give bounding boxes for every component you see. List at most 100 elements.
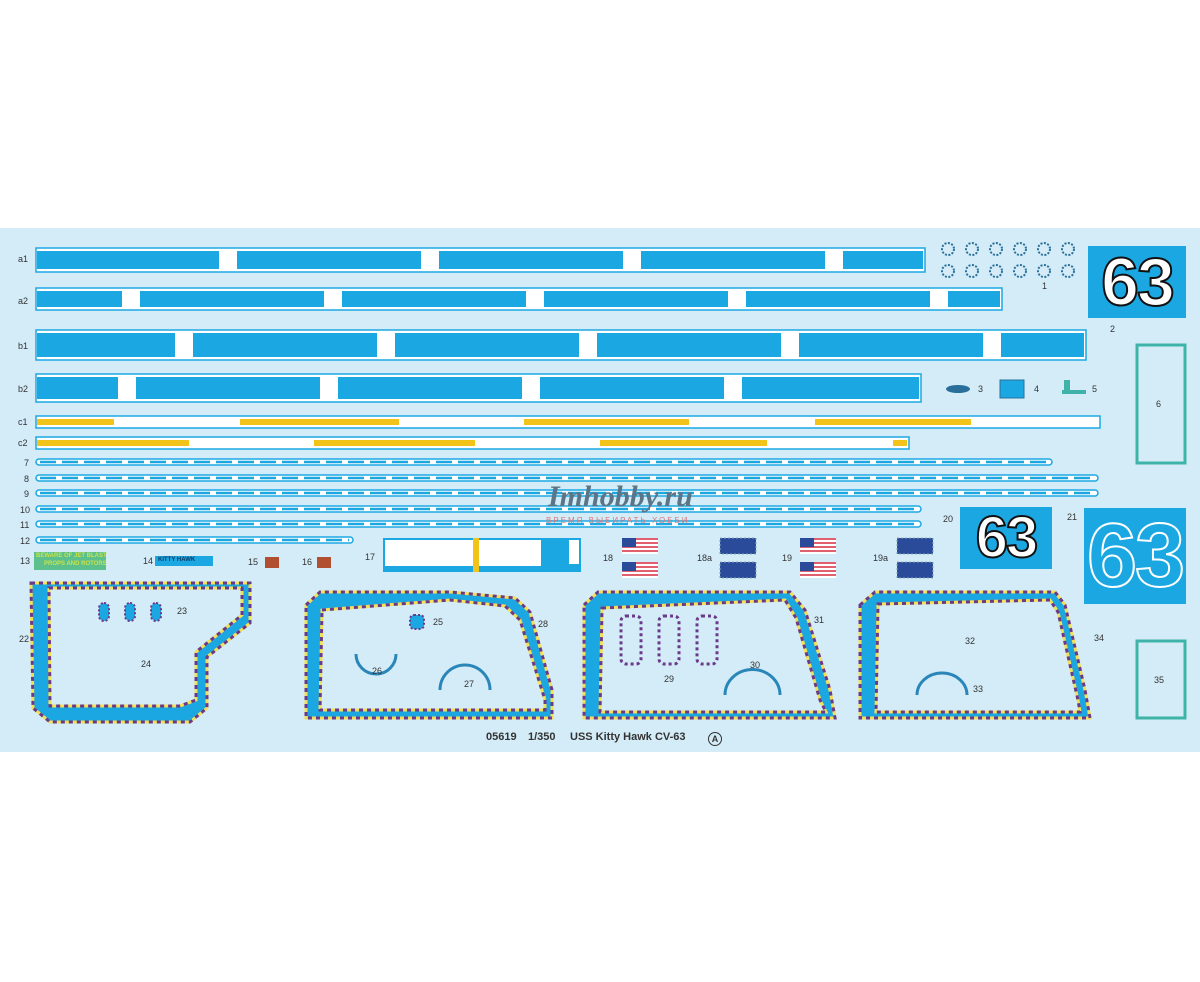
decal-1-item <box>989 264 1003 278</box>
decal-9 <box>35 489 1099 497</box>
stripe-segment <box>641 251 825 269</box>
stripe-segment <box>948 291 1000 307</box>
label-l12: 12 <box>20 536 31 546</box>
label-p4: 4 <box>1034 384 1040 394</box>
label-p29: 29 <box>664 674 675 684</box>
decal-1-item <box>941 264 955 278</box>
label-p5: 5 <box>1092 384 1098 394</box>
label-p35: 35 <box>1154 675 1165 685</box>
label-p3: 3 <box>978 384 984 394</box>
label-p23: 23 <box>177 606 188 616</box>
label-p17: 17 <box>365 552 376 562</box>
stripe-segment <box>742 377 919 399</box>
stripe-segment <box>597 333 781 357</box>
us-flag-decal <box>800 562 836 578</box>
label-p24: 24 <box>141 659 152 669</box>
decal-27 <box>438 663 492 691</box>
label-p14: 14 <box>143 556 154 566</box>
stripe-segment <box>843 251 923 269</box>
label-p18a: 18a <box>697 553 713 563</box>
stripe-segment <box>815 419 971 425</box>
label-p15: 15 <box>248 557 259 567</box>
stripe-segment <box>342 291 526 307</box>
label-c2: c2 <box>18 438 28 448</box>
decal-1-item <box>1037 242 1051 256</box>
label-p19: 19 <box>782 553 793 563</box>
stripe-segment <box>136 377 320 399</box>
label-l11: 11 <box>20 520 30 530</box>
stripe-segment <box>893 440 907 446</box>
decal-1-item <box>1061 242 1075 256</box>
props-text: PROPS AND ROTORS <box>44 561 107 567</box>
label-p33: 33 <box>973 684 984 694</box>
label-l13: 13 <box>20 556 31 566</box>
decal-10 <box>35 505 922 513</box>
label-p22: 22 <box>19 634 30 644</box>
stripe-segment <box>37 291 122 307</box>
label-b2: b2 <box>18 384 29 394</box>
stripe-segment <box>240 419 399 425</box>
decal-1-item <box>989 242 1003 256</box>
label-c1: c1 <box>18 417 28 427</box>
label-p6: 6 <box>1156 399 1162 409</box>
label-p1: 1 <box>1042 281 1048 291</box>
stripe-segment <box>140 291 324 307</box>
decal-15 <box>265 557 279 568</box>
stripe-segment <box>37 419 114 425</box>
decal-1-item <box>965 264 979 278</box>
stripe-segment <box>746 291 930 307</box>
label-a2: a2 <box>18 296 29 306</box>
label-p32: 32 <box>965 636 976 646</box>
label-p31: 31 <box>814 615 825 625</box>
decal-5 <box>1062 380 1086 394</box>
sheet-letter: A <box>708 732 722 746</box>
decal-21-hull-number: 63 <box>1084 507 1186 605</box>
stripe-segment <box>37 377 118 399</box>
stripe-segment <box>544 291 728 307</box>
stripe-segment <box>799 333 983 357</box>
label-p26: 26 <box>372 666 383 676</box>
label-p28: 28 <box>538 619 549 629</box>
label-p18: 18 <box>603 553 614 563</box>
label-l8: 8 <box>24 474 30 484</box>
scale: 1/350 <box>528 731 556 743</box>
label-p16: 16 <box>302 557 313 567</box>
decal-30 <box>723 668 782 696</box>
navy-jack-decal <box>896 537 934 555</box>
decal-29-item <box>657 614 681 666</box>
label-l9: 9 <box>24 489 30 499</box>
watermark-logo: Imhobby.ru <box>548 480 693 513</box>
decal-1-item <box>941 242 955 256</box>
watermark-slogan: ВРЕМЯ ВЫБИРАТЬ ХОББИ <box>546 516 690 525</box>
decal-33 <box>915 671 969 696</box>
label-a1: a1 <box>18 254 29 264</box>
stripe-segment <box>37 333 175 357</box>
decal-16 <box>317 557 331 568</box>
decal-11 <box>35 520 922 528</box>
stripe-segment <box>1001 333 1084 357</box>
label-p20: 20 <box>943 514 954 524</box>
label-p2: 2 <box>1110 324 1116 334</box>
decal-7 <box>35 458 1053 466</box>
decal-23-item <box>150 602 162 622</box>
stripe-segment <box>37 251 219 269</box>
navy-jack-decal <box>719 537 757 555</box>
label-l10: 10 <box>20 505 31 515</box>
decal-1-item <box>965 242 979 256</box>
navy-jack-decal <box>719 561 757 579</box>
jet-blast-text: BEWARE OF JET BLAST <box>36 553 107 559</box>
decal-23-item <box>98 602 110 622</box>
decal-35 <box>1135 639 1187 720</box>
stripe-segment <box>439 251 623 269</box>
us-flag-decal <box>622 538 658 554</box>
navy-jack-decal <box>896 561 934 579</box>
sheet-title: USS Kitty Hawk CV-63 <box>570 731 686 743</box>
us-flag-decal <box>622 562 658 578</box>
decal-29-item <box>695 614 719 666</box>
stripe-segment <box>237 251 421 269</box>
label-p34: 34 <box>1094 633 1105 643</box>
decal-8 <box>35 474 1099 482</box>
label-p30: 30 <box>750 660 761 670</box>
decal-13 <box>34 552 106 570</box>
